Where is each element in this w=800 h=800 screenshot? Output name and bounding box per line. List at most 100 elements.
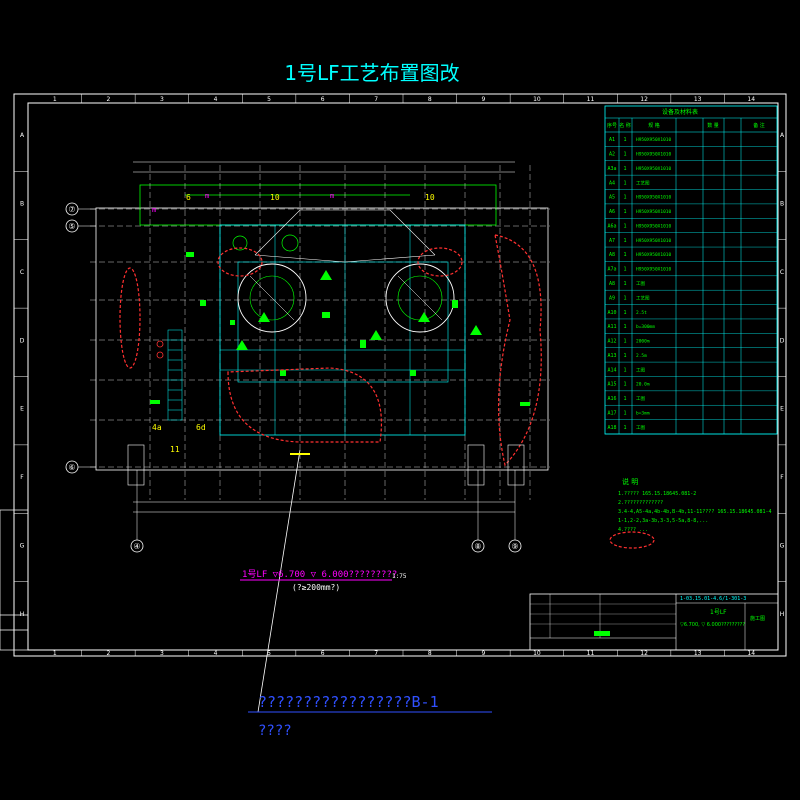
grid-row-label: C <box>780 269 784 276</box>
table-row: A3a 1 H950X950X1010 <box>605 166 777 176</box>
table-cell-qty: 1 <box>623 152 626 158</box>
table-cell-spec: 工艺图 <box>636 180 650 186</box>
table-cell-qty: 1 <box>623 166 626 172</box>
table-cell-no: A1 <box>609 137 615 143</box>
grid-col-label: 4 <box>214 650 218 657</box>
table-cell-qty: 1 <box>623 180 626 186</box>
note-line: 4.???? ... <box>618 527 648 533</box>
table-cell-no: A11 <box>607 324 616 330</box>
table-cell-no: A16 <box>607 396 616 402</box>
grid-col-label: 3 <box>160 650 164 657</box>
table-cell-no: A14 <box>607 367 616 373</box>
table-cell-qty: 1 <box>623 339 626 345</box>
table-cell-qty: 1 <box>623 209 626 215</box>
grid-col-label: 10 <box>533 650 541 657</box>
grid-col-label: 11 <box>587 650 595 657</box>
table-cell-spec: H950X950X1010 <box>636 166 672 172</box>
table-cell-no: A10 <box>607 310 616 316</box>
svg-text:m: m <box>330 192 334 200</box>
table-row: A6 1 H950X950X1010 <box>605 209 777 219</box>
grid-col-label: 9 <box>481 96 485 103</box>
grid-col-label: 7 <box>374 96 378 103</box>
grid-row-label: B <box>20 201 24 208</box>
table-cell-no: A12 <box>607 339 616 345</box>
grid-col-label: 8 <box>428 650 432 657</box>
grid-row-label: C <box>20 269 24 276</box>
plan-elevation-sublabel: (?≥200mm?) <box>292 583 340 592</box>
table-cell-no: A6 <box>609 209 615 215</box>
notes-block: 说 明 1.????? 165.15.18645.081-2 2.????????… <box>618 477 772 533</box>
grid-row-label: E <box>20 406 24 413</box>
grid-col-label: 8 <box>428 96 432 103</box>
table-header-cell: 规 格 <box>648 122 660 129</box>
table-cell-no: A7 <box>609 238 615 244</box>
axis-label-9: ⑨ <box>511 542 518 551</box>
grid-col-label: 3 <box>160 96 164 103</box>
grid-col-label: 2 <box>106 650 110 657</box>
table-cell-qty: 1 <box>623 310 626 316</box>
grid-col-label: 7 <box>374 650 378 657</box>
table-cell-spec: 20.0m <box>636 382 650 388</box>
drawing-title: 1号LF工艺布置图改 <box>284 61 459 85</box>
svg-text:10: 10 <box>425 193 435 202</box>
grid-row-label: F <box>780 474 784 481</box>
note-line: 2.????????????? <box>618 500 663 506</box>
grid-col-label: 9 <box>481 650 485 657</box>
note-line: 1.????? 165.15.18645.081-2 <box>618 491 696 497</box>
outer-frame <box>13 93 787 657</box>
svg-text:4a: 4a <box>152 423 162 432</box>
table-cell-spec: 工艺图 <box>636 295 650 301</box>
table-cell-spec: H950X950X1010 <box>636 252 672 258</box>
left-stamp-strip <box>0 509 29 651</box>
grid-row-label: A <box>20 132 25 139</box>
table-cell-no: A2 <box>609 152 615 158</box>
table-cell-no: A6a <box>607 223 616 229</box>
grid-row-label: H <box>780 611 785 618</box>
grid-col-label: 6 <box>321 650 325 657</box>
table-header-cell: 备 注 <box>753 122 765 129</box>
table-cell-qty: 1 <box>623 367 626 373</box>
note-line: 3.4-4,A5-4a,4b-4b,B-4b,11-11???? 165.15.… <box>618 509 772 515</box>
grid-col-label: 4 <box>214 96 218 103</box>
table-cell-spec: 工图 <box>636 425 645 431</box>
grid-col-label: 14 <box>747 96 755 103</box>
table-cell-spec: 2.5m <box>636 353 647 359</box>
grid-row-label: G <box>20 542 25 549</box>
table-cell-spec: 2000m <box>636 339 650 345</box>
table-row: A12 1 2000m <box>605 339 777 348</box>
svg-text:m: m <box>205 192 209 200</box>
grid-col-label: 10 <box>533 96 541 103</box>
table-cell-no: A8 <box>609 252 615 258</box>
grid-row-label: E <box>780 406 784 413</box>
table-cell-spec: 工图 <box>636 281 645 287</box>
notes-heading: 说 明 <box>622 477 638 486</box>
table-cell-no: A3a <box>607 166 616 172</box>
table-cell-no: A18 <box>607 425 616 431</box>
table-cell-qty: 1 <box>623 353 626 359</box>
table-cell-spec: H950X950X1010 <box>636 209 672 215</box>
table-cell-qty: 1 <box>623 295 626 301</box>
note-line: 1-1,2-2,3a-3b,3-3,5-5a,8-8,... <box>618 518 708 524</box>
table-cell-spec: H950X950X1010 <box>636 195 672 201</box>
grid-col-label: 1 <box>53 96 57 103</box>
grid-col-label: 1 <box>53 650 57 657</box>
table-cell-spec: b=3mm <box>636 410 650 416</box>
grid-col-label: 12 <box>640 650 648 657</box>
table-cell-spec: H950X950X1010 <box>636 137 672 143</box>
title-block-sub: ▽6.700, ▽ 6.000????????? <box>680 622 745 628</box>
